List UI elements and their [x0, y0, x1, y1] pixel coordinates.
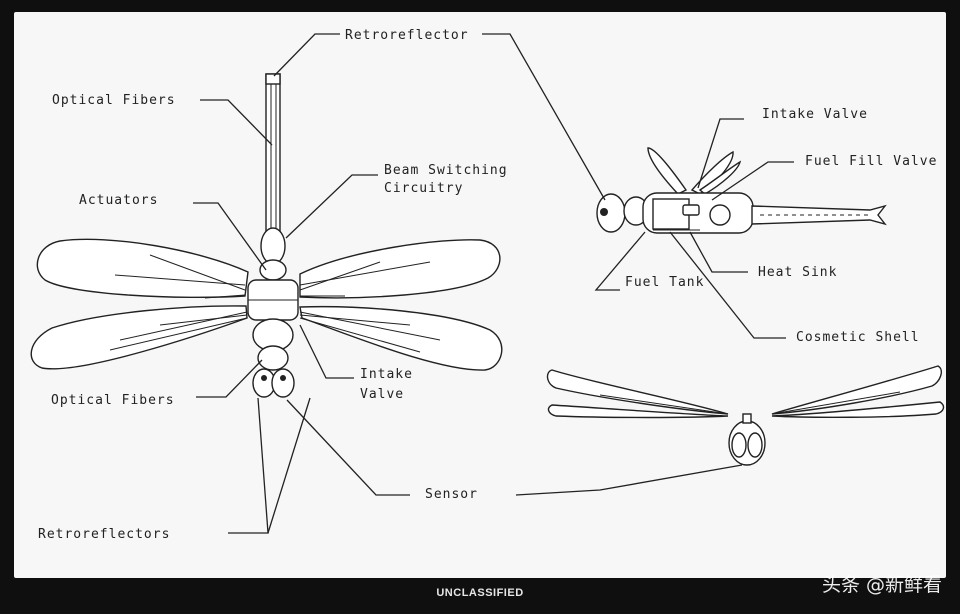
front-wing-left-lower: [547, 404, 729, 419]
label-intake: Intake: [360, 367, 413, 382]
retroreflector-tip: [265, 73, 281, 85]
label-retroreflector: Retroreflector: [345, 28, 469, 43]
label-beam-switching: Beam Switching: [384, 163, 508, 178]
heat-sink-part: [709, 204, 731, 226]
label-circuitry: Circuitry: [384, 181, 463, 196]
leader-lines: [193, 33, 794, 534]
label-fuel-tank: Fuel Tank: [625, 275, 704, 290]
wing-upper-left: [36, 238, 249, 299]
side-view-dragonfly: [596, 147, 887, 234]
thorax-segment: [260, 227, 286, 265]
label-actuators: Actuators: [79, 193, 158, 208]
callout-labels: Retroreflector Optical Fibers Beam Switc…: [38, 28, 937, 542]
side-wing-1: [647, 147, 688, 195]
front-wing-right-lower: [771, 401, 945, 419]
label-retroreflectors: Retroreflectors: [38, 527, 170, 542]
wing-lower-left: [30, 305, 248, 370]
label-fuel-fill-valve: Fuel Fill Valve: [805, 154, 937, 169]
wing-upper-right: [299, 239, 501, 299]
front-view-dragonfly: [546, 365, 945, 466]
label-intake-valve-right: Intake Valve: [762, 107, 868, 122]
label-valve: Valve: [360, 387, 404, 402]
label-optical-fibers-top: Optical Fibers: [52, 93, 176, 108]
top-view-dragonfly: [30, 73, 503, 398]
front-wing-right-upper: [771, 365, 942, 415]
label-heat-sink: Heat Sink: [758, 265, 837, 280]
classification-footer: UNCLASSIFIED: [436, 587, 524, 599]
front-head: [728, 413, 766, 466]
label-optical-fibers-bottom: Optical Fibers: [51, 393, 175, 408]
label-sensor: Sensor: [425, 487, 478, 502]
head: [252, 368, 295, 398]
watermark: 头条 @新鲜看: [821, 574, 942, 596]
front-wing-left-upper: [546, 369, 729, 415]
wing-lower-right: [299, 305, 503, 371]
label-cosmetic-shell: Cosmetic Shell: [796, 330, 920, 345]
tail-abdomen: [265, 73, 281, 235]
